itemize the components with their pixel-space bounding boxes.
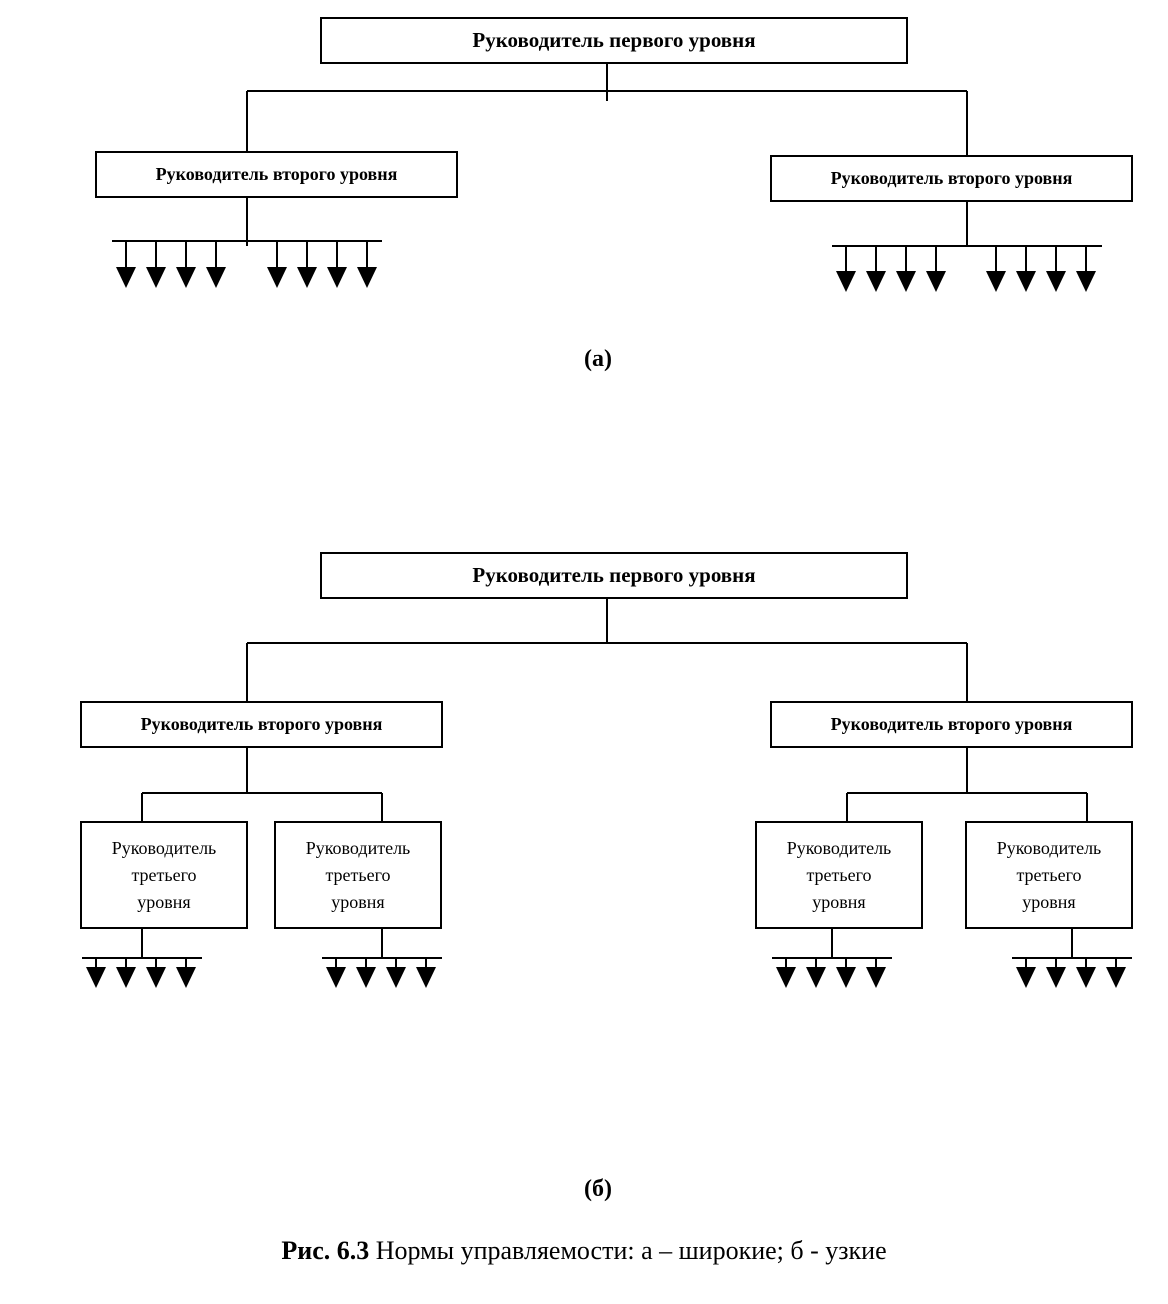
subordinate-arrow (326, 967, 346, 988)
subordinate-arrow (926, 271, 946, 292)
a-level2-left-box: Руководитель второго уровня (95, 151, 458, 198)
subordinate-arrow (1016, 271, 1036, 292)
b-diagram-label: (б) (584, 1176, 612, 1202)
subordinate-arrow (836, 271, 856, 292)
subordinate-arrow (1106, 967, 1126, 988)
subordinate-arrow (386, 967, 406, 988)
subordinate-arrow (206, 267, 226, 288)
subordinate-arrow (1046, 967, 1066, 988)
b-level3-box-2: Руководитель третьего уровня (274, 821, 442, 929)
subordinate-arrow (1076, 271, 1096, 292)
subordinate-arrow (986, 271, 1006, 292)
subordinate-arrow (176, 267, 196, 288)
subordinate-arrow (116, 967, 136, 988)
caption-text: Нормы управляемости: а – широкие; б - уз… (369, 1236, 887, 1265)
subordinate-arrow (116, 267, 136, 288)
subordinate-arrow (297, 267, 317, 288)
subordinate-arrow (1076, 967, 1096, 988)
subordinate-arrow (866, 271, 886, 292)
subordinate-arrow (267, 267, 287, 288)
subordinate-arrow (896, 271, 916, 292)
b-level3-box-1: Руководитель третьего уровня (80, 821, 248, 929)
caption-prefix: Рис. 6.3 (281, 1236, 370, 1265)
subordinate-arrow (357, 267, 377, 288)
subordinate-arrow (327, 267, 347, 288)
figure-caption: Рис. 6.3 Нормы управляемости: а – широки… (0, 1236, 1168, 1266)
b-level3-box-4: Руководитель третьего уровня (965, 821, 1133, 929)
subordinate-arrow (86, 967, 106, 988)
b-level1-box: Руководитель первого уровня (320, 552, 908, 599)
subordinate-arrow (806, 967, 826, 988)
subordinate-arrow (1046, 271, 1066, 292)
a-level1-box: Руководитель первого уровня (320, 17, 908, 64)
subordinate-arrow (356, 967, 376, 988)
subordinate-arrow (146, 267, 166, 288)
subordinate-arrow (776, 967, 796, 988)
a-level2-right-box: Руководитель второго уровня (770, 155, 1133, 202)
subordinate-arrow (146, 967, 166, 988)
subordinate-arrow (836, 967, 856, 988)
b-level2-left-box: Руководитель второго уровня (80, 701, 443, 748)
subordinate-arrow (176, 967, 196, 988)
b-level3-box-3: Руководитель третьего уровня (755, 821, 923, 929)
subordinate-arrow (866, 967, 886, 988)
b-level2-right-box: Руководитель второго уровня (770, 701, 1133, 748)
subordinate-arrow (1016, 967, 1036, 988)
subordinate-arrow (416, 967, 436, 988)
a-diagram-label: (а) (584, 346, 612, 372)
